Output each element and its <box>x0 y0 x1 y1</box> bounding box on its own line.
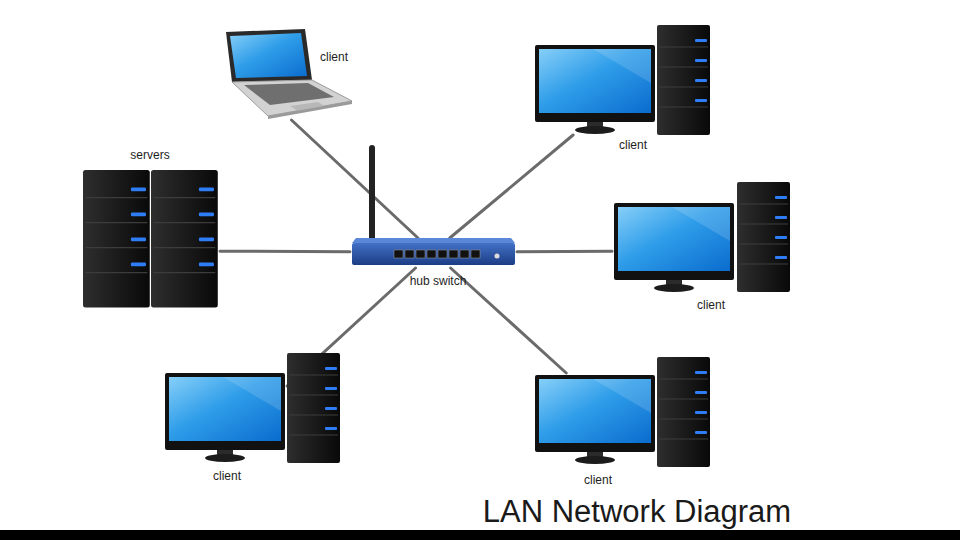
device-label: client <box>320 51 348 63</box>
device-label: client <box>213 470 241 482</box>
switch-port <box>449 250 458 258</box>
laptop-client: client <box>222 28 355 120</box>
device-label: client <box>697 299 725 311</box>
power-light <box>495 254 500 259</box>
pc-tower <box>657 357 710 467</box>
server-group: servers <box>80 168 220 310</box>
pc-tower <box>657 25 710 135</box>
network-cable <box>291 120 418 238</box>
switch-port <box>427 250 436 258</box>
device-label: client <box>584 474 612 486</box>
laptop-illustration <box>226 29 352 119</box>
network-cable <box>220 250 350 253</box>
pc-tower <box>287 353 340 463</box>
switch-port <box>460 250 469 258</box>
switch-top <box>352 238 515 243</box>
switch-port <box>416 250 425 258</box>
pc-monitor <box>535 375 655 464</box>
switch-port <box>438 250 447 258</box>
switch-illustration <box>352 145 515 265</box>
desktop-client: client <box>163 370 287 465</box>
pc-monitor <box>614 203 734 292</box>
laptop-screen <box>230 33 307 78</box>
desktop-client: client <box>612 200 737 294</box>
switch-body <box>352 243 515 265</box>
pc-monitor <box>165 373 285 462</box>
diagram-title: LAN Network Diagram <box>483 496 791 527</box>
pc-tower <box>737 182 790 292</box>
antenna <box>369 145 375 245</box>
laptop-lid <box>226 29 312 82</box>
desktop-client: client <box>533 373 657 467</box>
network-cable <box>451 268 567 373</box>
switch-port <box>394 250 403 258</box>
hub-switch: hub switch <box>350 238 517 268</box>
desktop-client: client <box>533 43 657 135</box>
laptop-edge <box>268 101 352 119</box>
switch-port <box>405 250 414 258</box>
server-tower <box>151 170 218 308</box>
device-label: servers <box>130 149 169 161</box>
laptop-keyboard <box>244 83 334 105</box>
pc-monitor <box>535 45 655 134</box>
network-cable <box>450 135 573 238</box>
server-tower <box>83 170 150 308</box>
network-cable <box>517 250 612 253</box>
laptop-base <box>232 80 352 116</box>
device-label: hub switch <box>410 275 467 287</box>
bottom-bar <box>0 530 960 540</box>
switch-port <box>471 250 480 258</box>
device-label: client <box>619 139 647 151</box>
